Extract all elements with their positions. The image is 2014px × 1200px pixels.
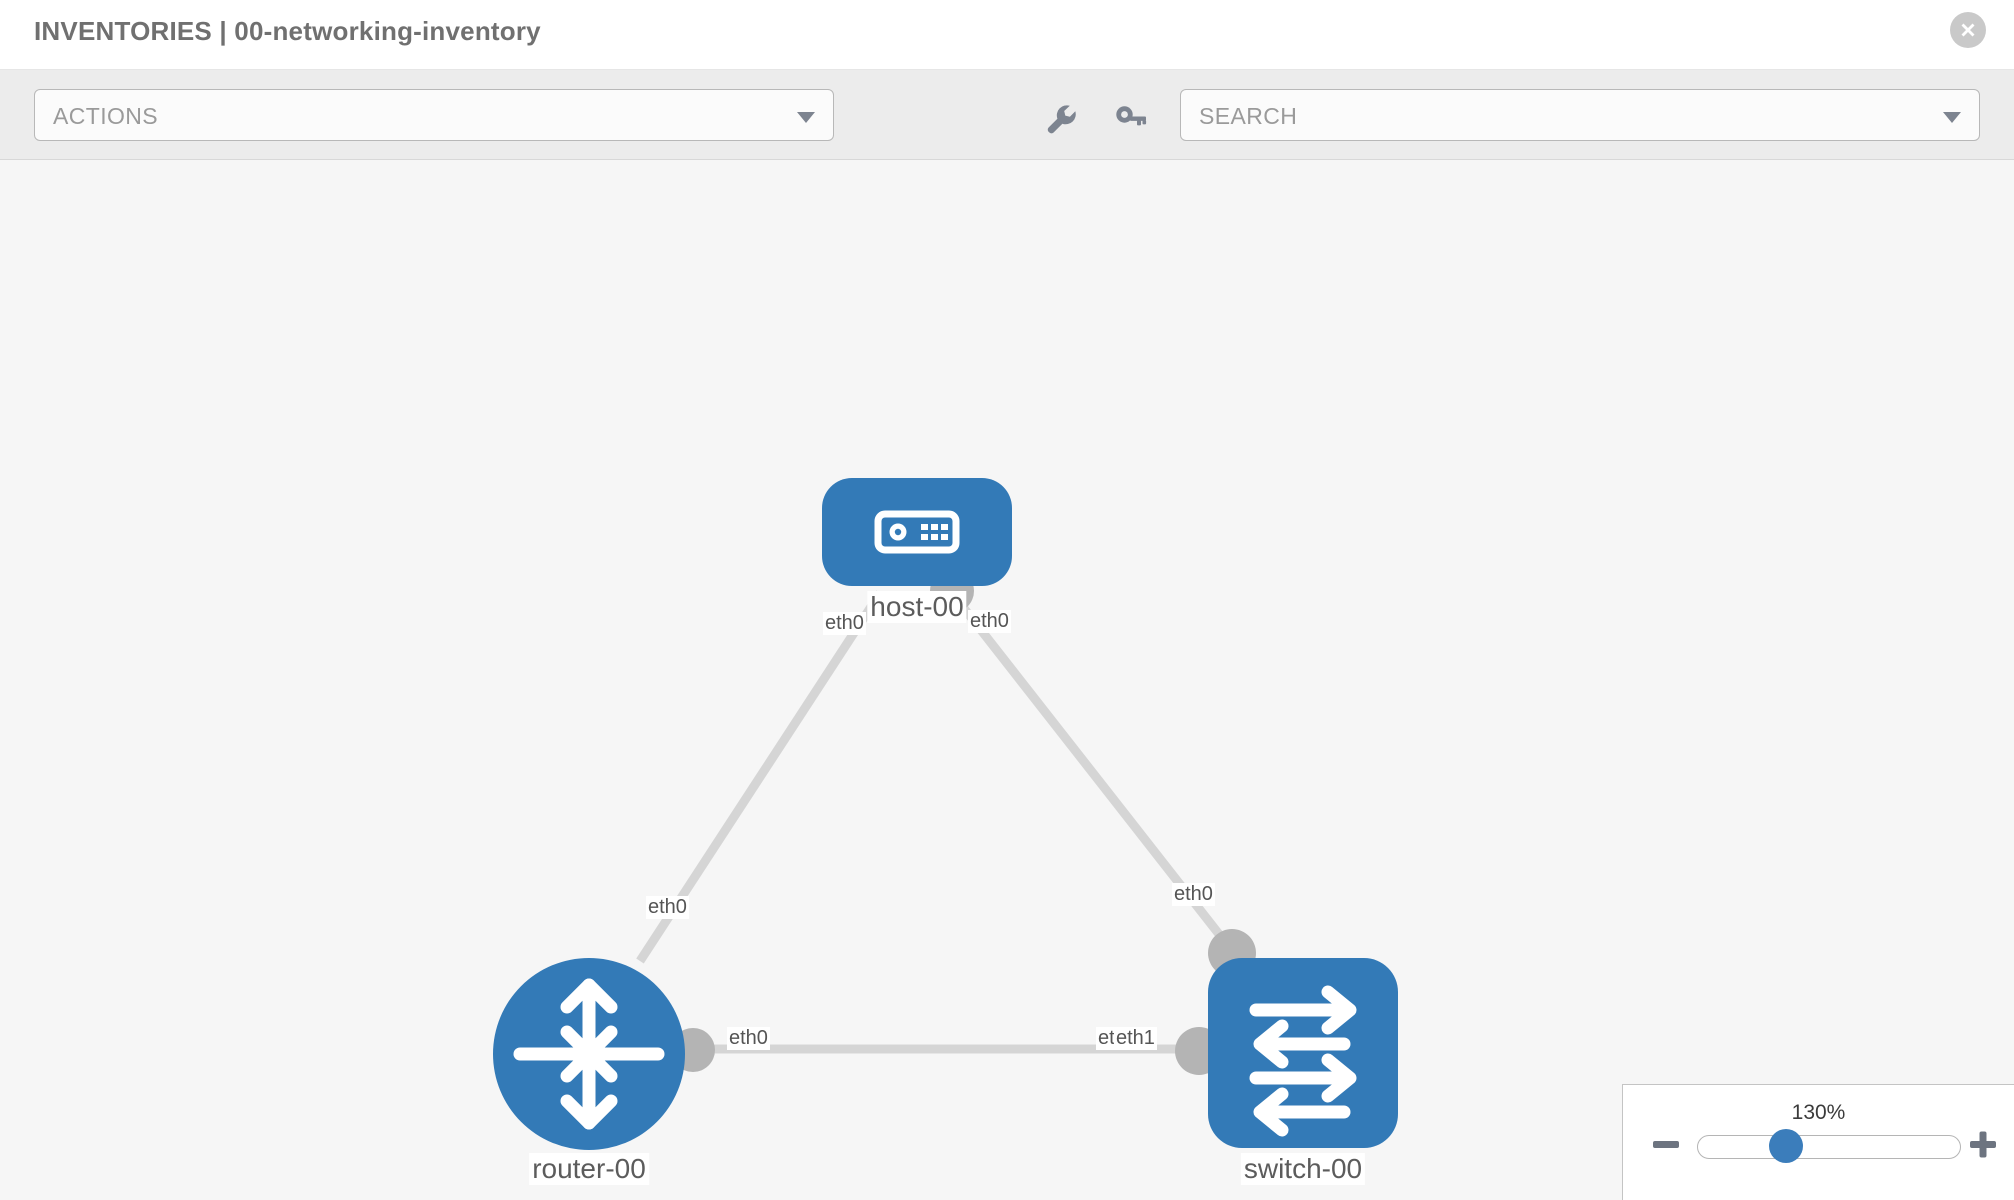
node-label-switch-00: switch-00 xyxy=(1240,1153,1366,1185)
topology-handles xyxy=(671,569,1256,1075)
topology-links xyxy=(636,590,1244,1054)
chevron-down-icon xyxy=(797,112,815,123)
iface-label-switch-to-host: eth0 xyxy=(1172,883,1215,906)
actions-dropdown-label: ACTIONS xyxy=(53,103,159,129)
node-router-00 xyxy=(493,958,685,1150)
plus-icon[interactable] xyxy=(1968,1129,1998,1159)
node-switch-00 xyxy=(1208,958,1398,1148)
node-label-host-00: host-00 xyxy=(867,591,967,623)
node-label-router-00: router-00 xyxy=(529,1153,649,1185)
toolbar: ACTIONS SEARCH xyxy=(0,70,2014,160)
iface-label-router-to-switch: eth0 xyxy=(727,1027,770,1050)
actions-dropdown[interactable]: ACTIONS xyxy=(34,89,834,141)
chevron-down-icon xyxy=(1943,112,1961,123)
iface-label-host-to-switch: eth0 xyxy=(968,610,1011,633)
zoom-control-panel: 130% xyxy=(1622,1084,2014,1200)
wrench-icon[interactable] xyxy=(1040,98,1080,138)
minus-icon[interactable] xyxy=(1651,1129,1681,1159)
close-icon[interactable] xyxy=(1950,12,1986,48)
zoom-slider-thumb[interactable] xyxy=(1769,1129,1803,1163)
iface-label-switch-eth1: eth1 xyxy=(1114,1027,1157,1050)
zoom-percent-label: 130% xyxy=(1791,1101,1846,1124)
node-host-00 xyxy=(822,478,1012,586)
key-icon[interactable] xyxy=(1110,98,1150,138)
search-input[interactable]: SEARCH xyxy=(1180,89,1980,141)
page-header: INVENTORIES | 00-networking-inventory xyxy=(0,0,2014,70)
search-placeholder: SEARCH xyxy=(1199,103,1298,129)
iface-label-router-to-host: eth0 xyxy=(646,896,689,919)
iface-label-host-to-router: eth0 xyxy=(823,612,866,635)
topology-canvas[interactable]: host-00 router-00 switch-00 eth0 eth0 et… xyxy=(0,161,2014,1200)
page-title: INVENTORIES | 00-networking-inventory xyxy=(34,16,541,46)
zoom-slider-track[interactable] xyxy=(1697,1135,1961,1159)
